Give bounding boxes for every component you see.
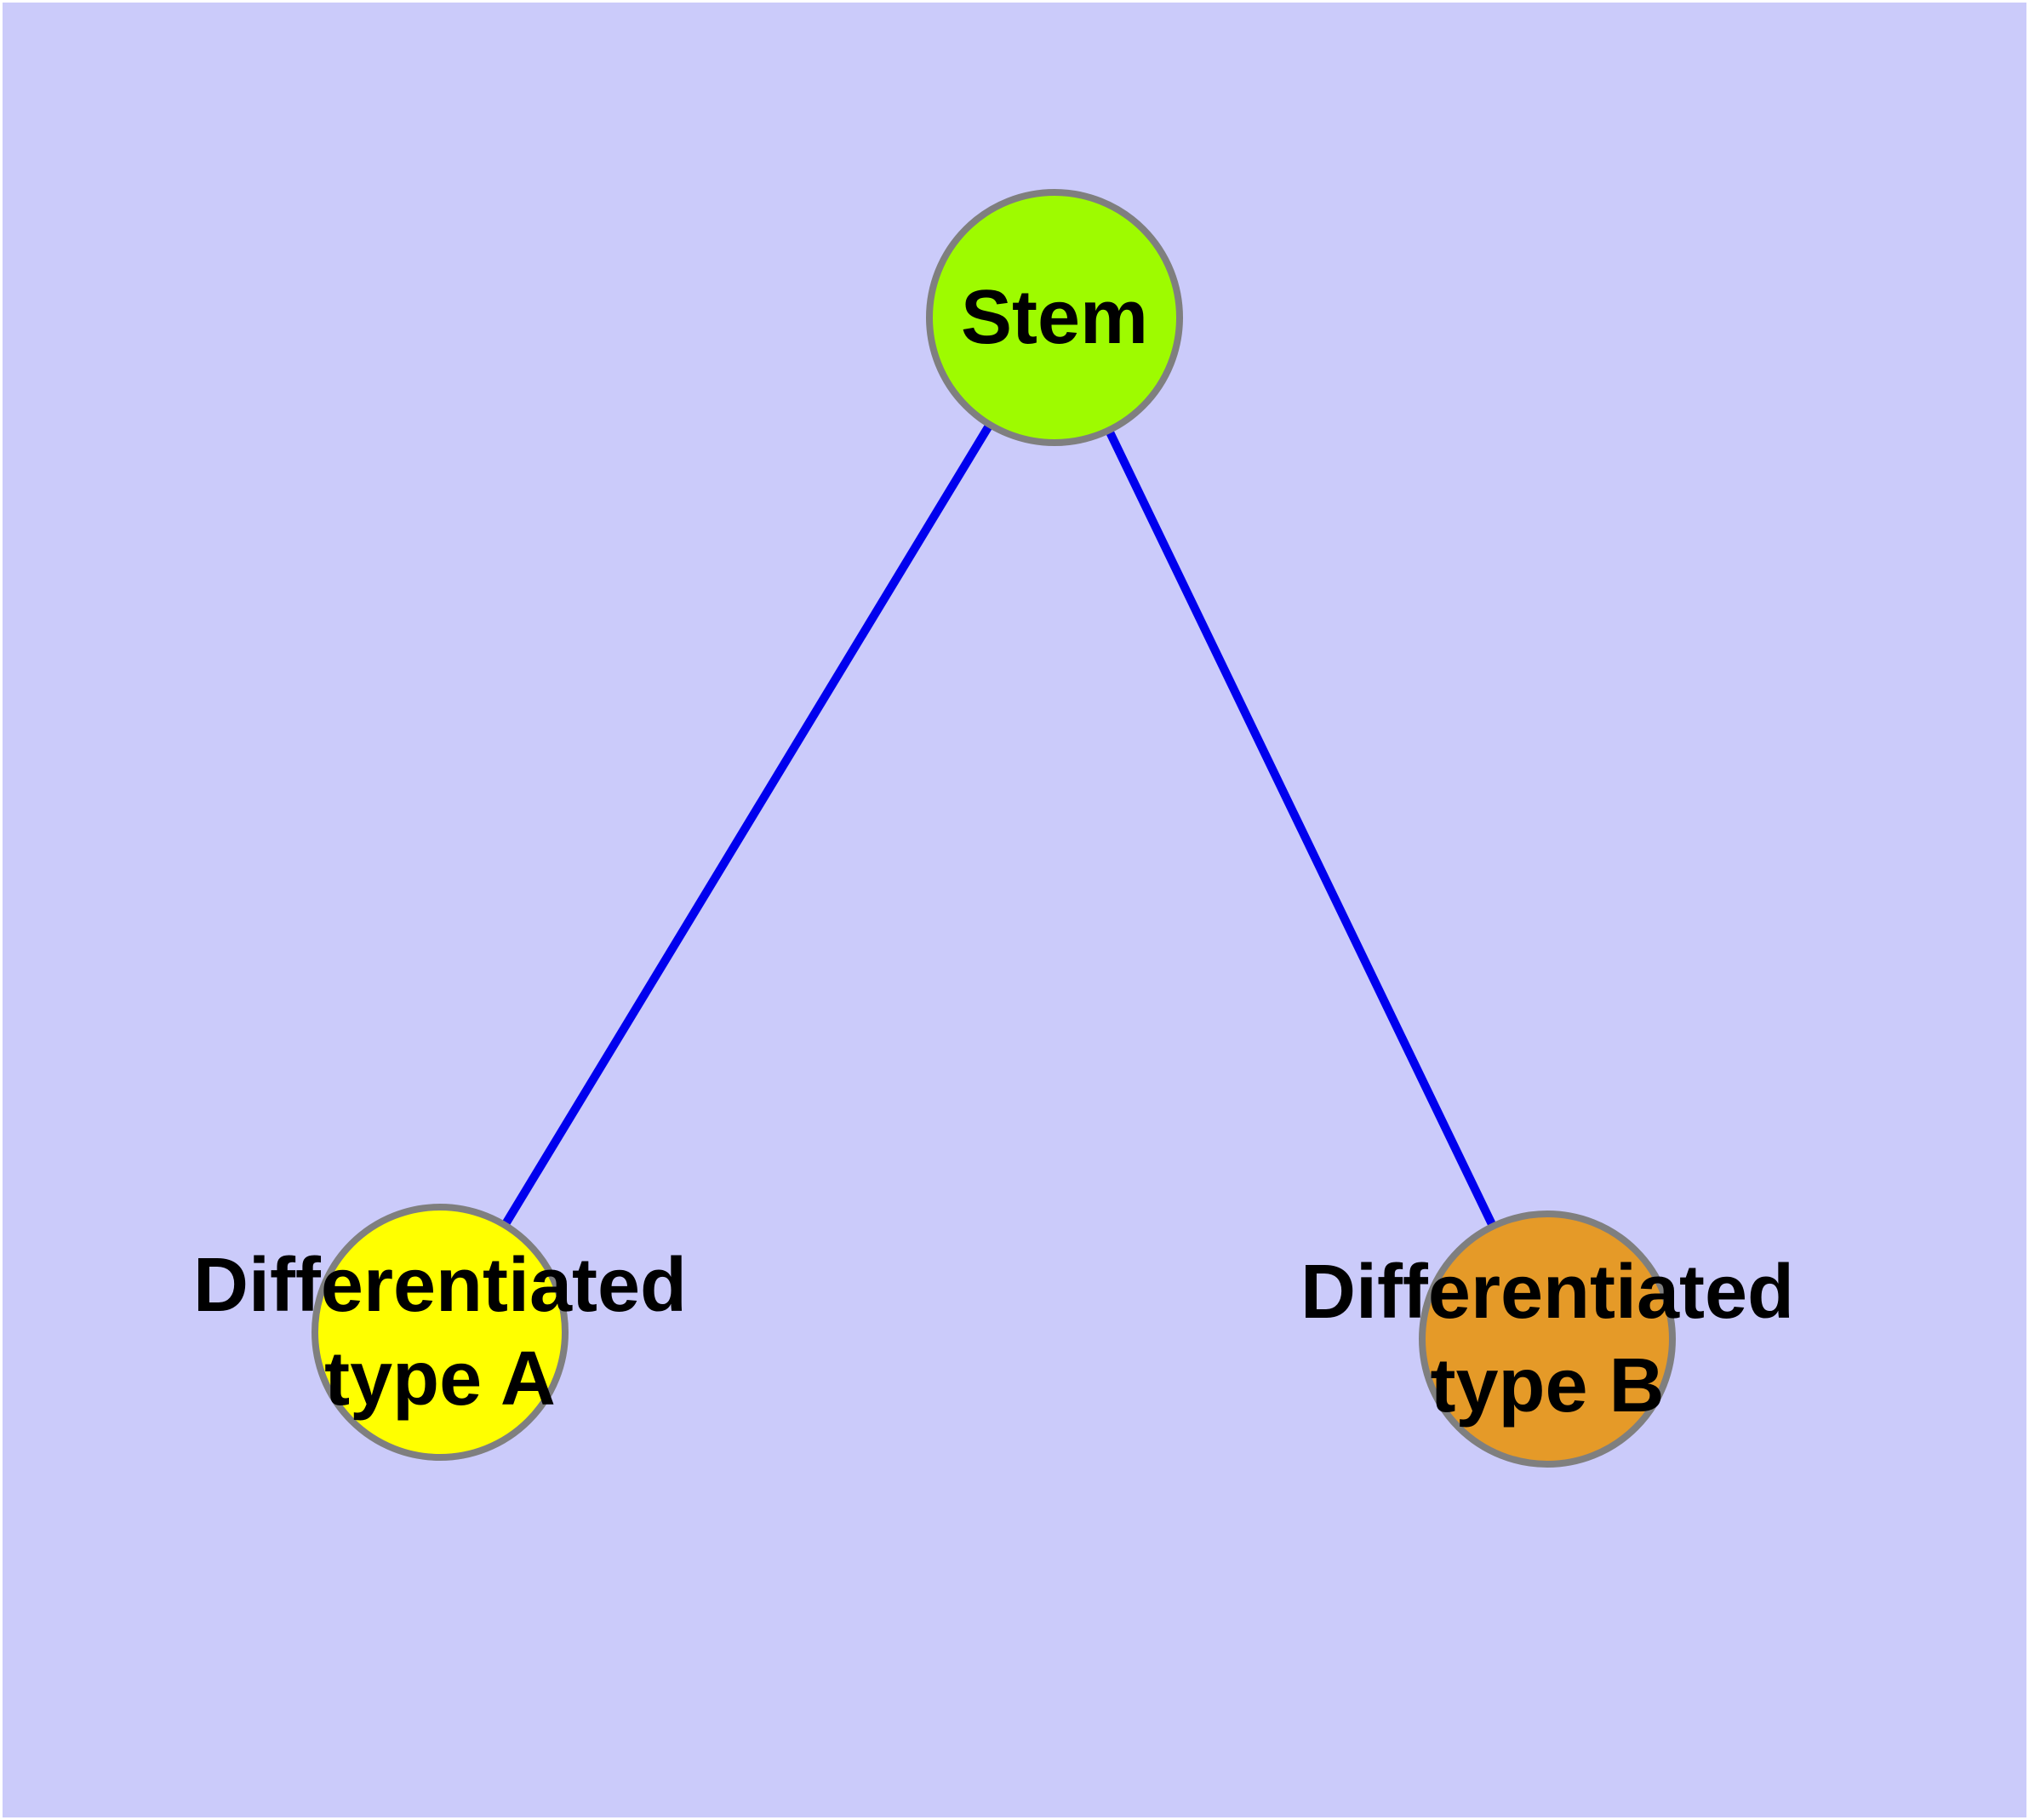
edge-stem-to-differentiated-type-b bbox=[1050, 315, 1552, 1342]
node-stem-circle bbox=[926, 189, 1183, 446]
node-differentiated-type-b-circle bbox=[1419, 1210, 1676, 1468]
node-differentiated-type-b-label-line-2: type B bbox=[1430, 1343, 1664, 1428]
node-stem-label: Stem bbox=[961, 275, 1148, 360]
node-differentiated-type-a-circle bbox=[311, 1204, 569, 1461]
node-differentiated-type-a-label-line-1: Differentiated bbox=[193, 1243, 687, 1328]
node-differentiated-type-a-label-line-2: type A bbox=[324, 1336, 556, 1422]
node-stem-label-line-1: Stem bbox=[961, 275, 1148, 360]
edge-stem-to-differentiated-type-a bbox=[436, 315, 1059, 1335]
node-differentiated-type-b-label-line-1: Differentiated bbox=[1300, 1250, 1794, 1335]
